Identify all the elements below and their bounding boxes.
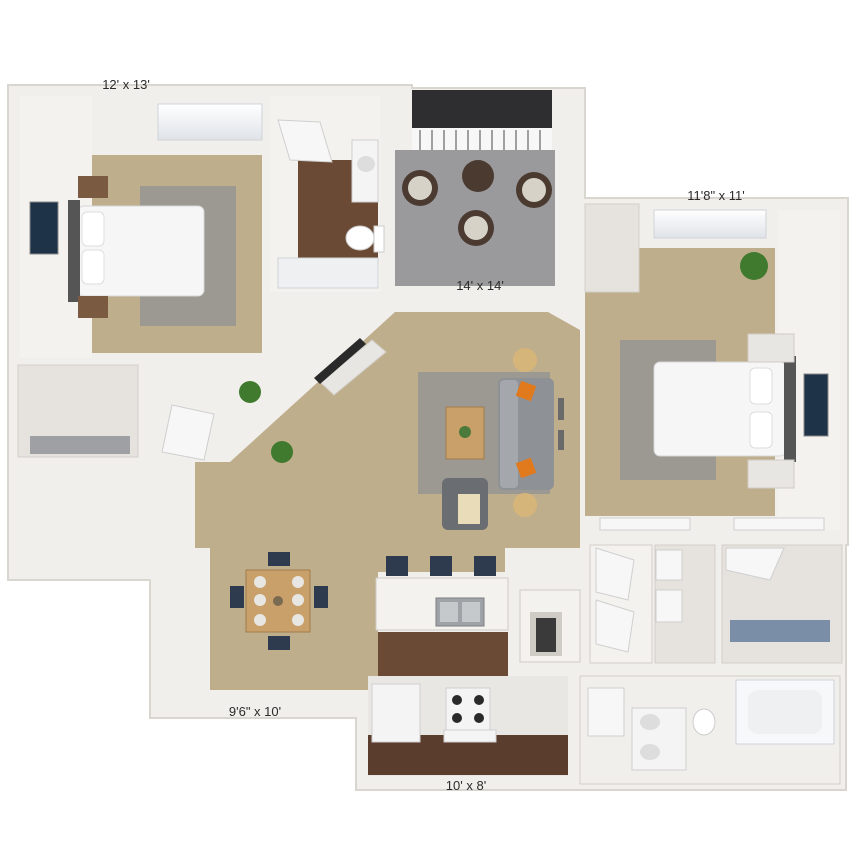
plant-icon	[459, 426, 471, 438]
closet-door	[725, 547, 785, 581]
pillow	[81, 211, 105, 247]
nightstand	[78, 176, 108, 198]
tv-console	[319, 339, 387, 396]
plant-icon	[239, 381, 261, 403]
bedroom-right	[584, 203, 840, 531]
closet-door	[599, 517, 691, 531]
throw-pillow-bottom	[515, 457, 537, 479]
nightstand	[747, 459, 795, 489]
vanity	[351, 139, 379, 203]
pillow	[749, 411, 773, 449]
sink-icon	[640, 744, 660, 760]
bathroom-right	[579, 675, 841, 785]
room-labels: 12' x 13' 11'8" x 11' 14' x 14' 9'6" x 1…	[102, 77, 745, 793]
linen-door	[595, 599, 635, 653]
wall-art	[29, 201, 59, 255]
dining-chair	[268, 636, 290, 650]
nightstand	[78, 296, 108, 318]
room-dimension-dining: 9'6" x 10'	[229, 704, 281, 719]
room-dimension-sunroom: 14' x 14'	[456, 278, 504, 293]
refrigerator	[371, 683, 421, 743]
room-dimension-bedroom-left: 12' x 13'	[102, 77, 150, 92]
bar-stool	[430, 556, 452, 576]
shower	[277, 257, 379, 289]
closet-door	[161, 404, 215, 461]
dining-chair	[230, 586, 244, 608]
window	[412, 90, 552, 128]
throw-pillow-top	[515, 380, 537, 402]
toilet-icon	[692, 708, 716, 736]
bedroom-left	[17, 96, 263, 461]
kitchen	[368, 556, 581, 776]
side-table-bottom	[513, 493, 537, 517]
tv-icon	[314, 338, 366, 384]
room-dimension-bedroom-right: 11'8" x 11'	[687, 188, 745, 203]
sink-icon	[357, 156, 375, 172]
wall-art	[803, 373, 829, 437]
pillow	[749, 367, 773, 405]
bar-stool	[474, 556, 496, 576]
plant-icon	[271, 441, 293, 463]
nightstand	[747, 333, 795, 363]
window	[653, 209, 767, 239]
closets-right	[589, 544, 843, 664]
sink-icon	[640, 714, 660, 730]
sunroom	[392, 90, 578, 286]
bar-stool	[386, 556, 408, 576]
dining-area	[230, 552, 328, 650]
dining-chair	[314, 586, 328, 608]
bath-door	[277, 119, 333, 163]
patio-chair	[462, 160, 494, 192]
washer	[655, 549, 683, 581]
bath-door	[587, 687, 625, 737]
wall-art	[558, 430, 564, 450]
linen-door	[595, 547, 635, 601]
plant-icon	[740, 252, 768, 280]
side-table-top	[513, 348, 537, 372]
closet-door	[733, 517, 825, 531]
wall-art	[558, 398, 564, 420]
room-dimension-kitchen: 10' x 8'	[446, 778, 486, 793]
vanity	[631, 707, 687, 771]
closet-niche	[584, 203, 640, 293]
window	[157, 103, 263, 141]
stove	[445, 687, 491, 731]
bathroom-left	[270, 96, 385, 292]
dryer	[655, 589, 683, 623]
dining-chair	[268, 552, 290, 566]
toilet-icon	[345, 225, 375, 251]
pillow	[81, 249, 105, 285]
